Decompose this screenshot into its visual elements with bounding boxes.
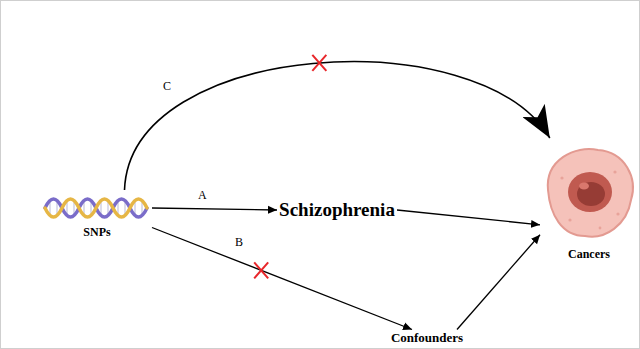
node-label: Cancers: [568, 248, 610, 262]
blocked-mark: [254, 262, 268, 278]
confounder-node: Confounders: [390, 330, 465, 347]
node-label: SNPs: [83, 226, 110, 240]
arrow-line: [152, 228, 412, 330]
node-label: Schizophrenia: [279, 199, 395, 221]
cross-stroke: [254, 262, 268, 278]
path-label: B: [234, 236, 244, 249]
cancer-cell: [548, 149, 633, 237]
cross-stroke: [312, 55, 326, 71]
outcome-node: Cancers: [540, 138, 638, 262]
cross-stroke: [254, 262, 268, 278]
arrow-line: [457, 235, 540, 330]
curved-arrow: [125, 62, 550, 190]
path-label: A: [197, 189, 208, 202]
dna-helix: [45, 199, 147, 217]
arrow-line: [152, 208, 277, 210]
path-label: C: [162, 80, 172, 93]
cross-stroke: [312, 55, 326, 71]
exposure-node: Schizophrenia: [277, 197, 397, 223]
blocked-mark: [312, 55, 326, 71]
node-label: Confounders: [391, 331, 463, 346]
arrow-line: [397, 210, 540, 225]
snp-node: SNPs: [42, 190, 152, 240]
